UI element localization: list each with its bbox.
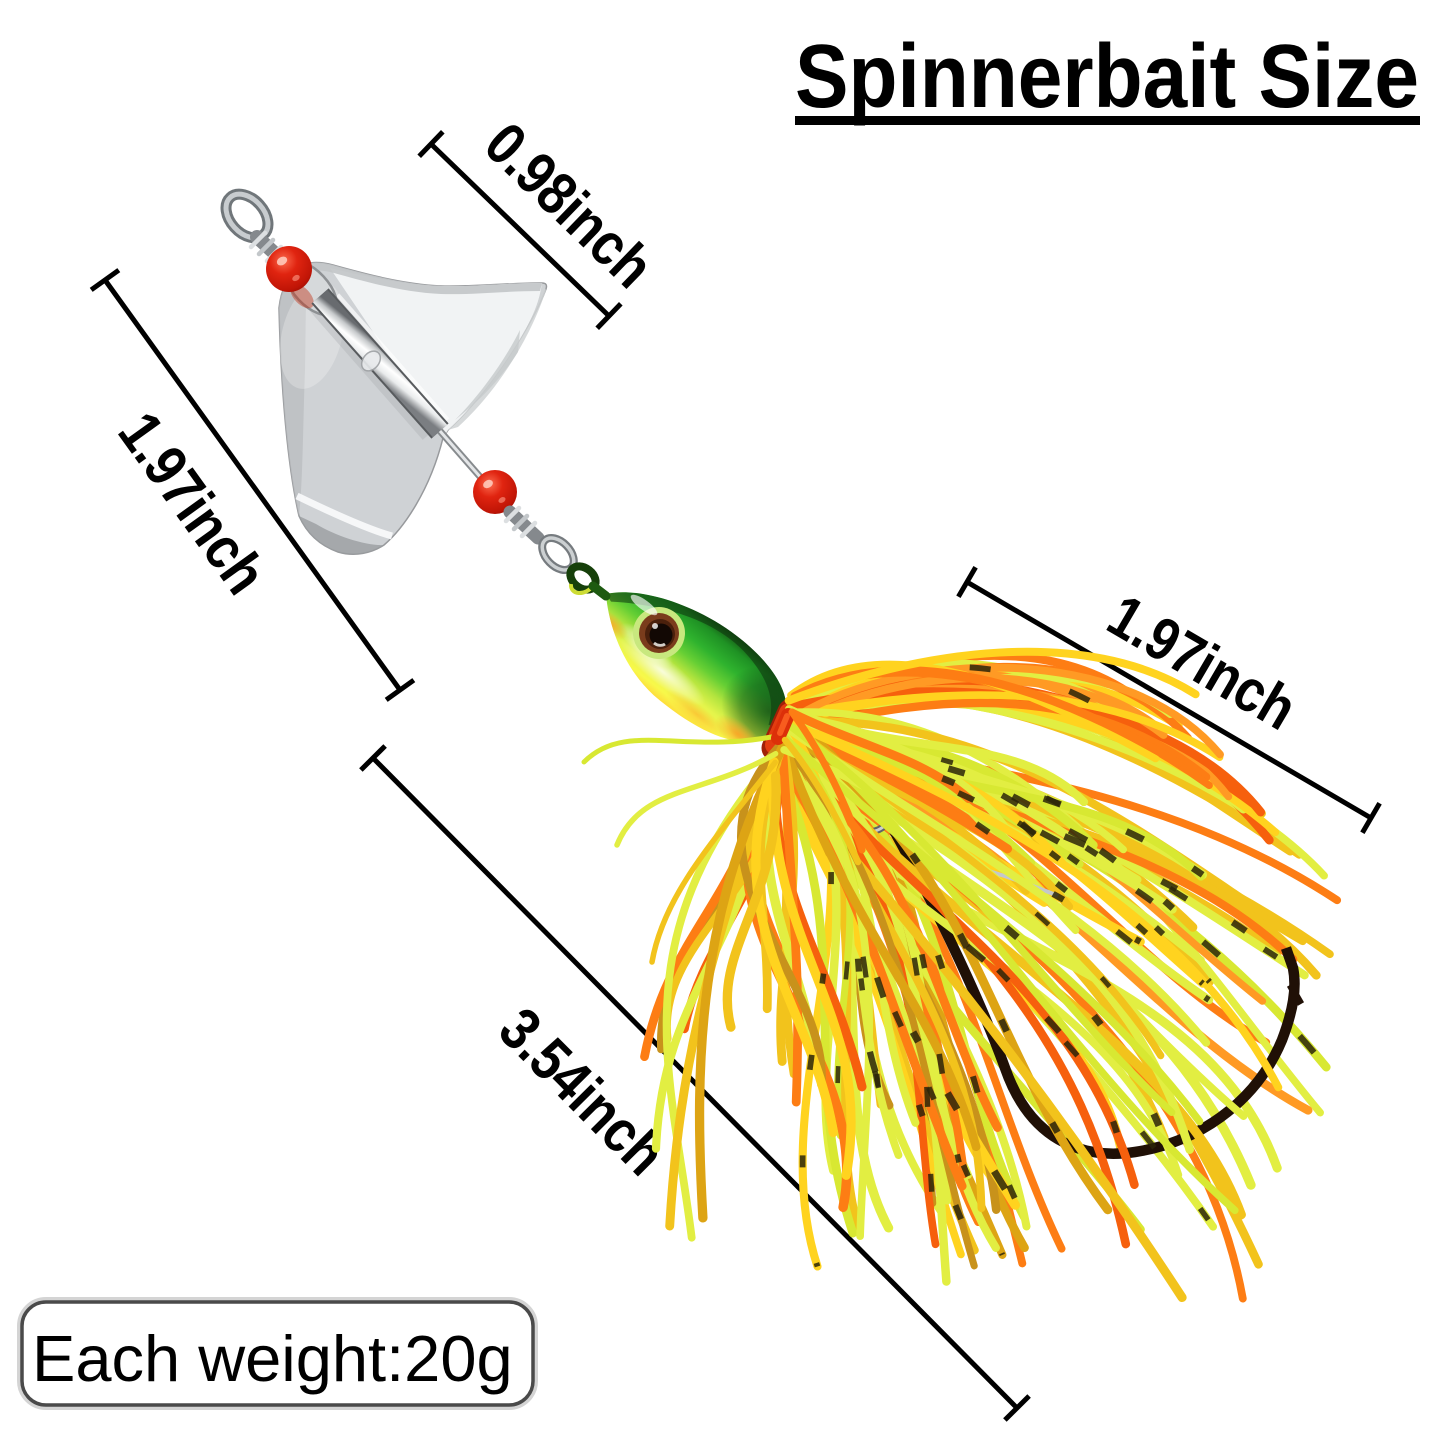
svg-text:Spinnerbait Size: Spinnerbait Size (795, 27, 1419, 127)
svg-text:Each weight:20g: Each weight:20g (32, 1322, 513, 1395)
